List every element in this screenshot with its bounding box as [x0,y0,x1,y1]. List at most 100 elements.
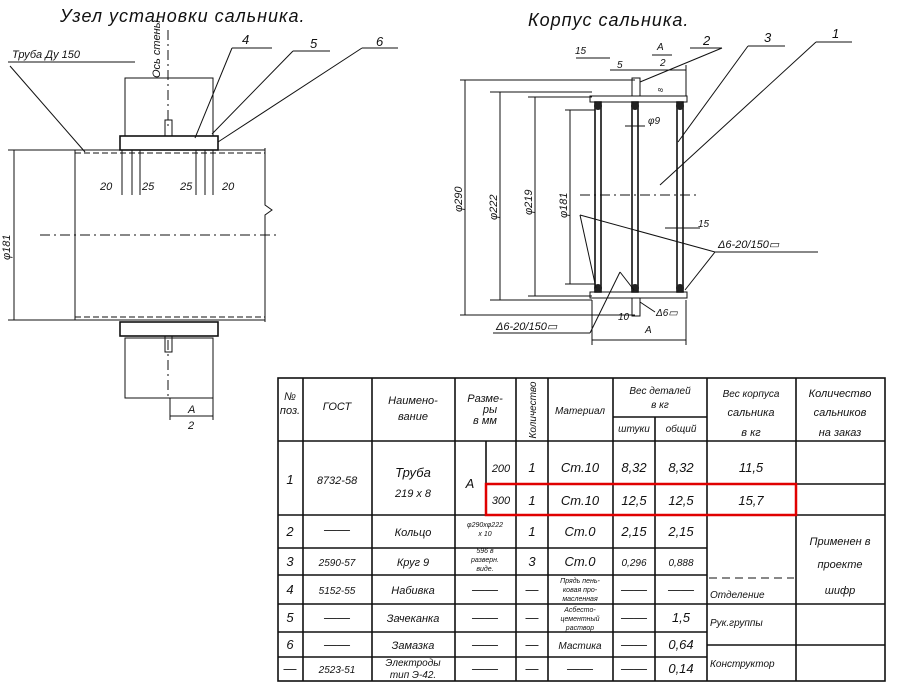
cell-pos: 4 [286,582,293,597]
section-a-label: А [187,404,195,416]
cell-material: —— [566,661,594,676]
cell-gost: 8732-58 [317,475,358,487]
header-pos-2: поз. [280,405,300,417]
cell-material: Ст.0 [565,554,597,569]
header-material: Материал [555,406,605,417]
cell-size-label: А [465,476,475,491]
cell-housing: 11,5 [739,460,764,475]
dim-section-a: А [656,42,664,53]
cell-material: Мастика [558,641,602,652]
header-weight-2: в кг [651,400,669,411]
header-order-3: на заказ [819,427,862,439]
right-drawing-title: Корпус сальника. [528,10,689,30]
dim-25-left: 25 [141,181,155,193]
cell-gost: 2590-57 [318,558,356,569]
cell-qty: 1 [528,493,535,508]
weld-spec-left: Δ6-20/150▭ [495,321,558,333]
cell-pos: 3 [286,554,294,569]
header-housing-3: в кг [741,427,761,439]
cell-material-note-3: масленная [562,596,598,603]
cell-size: —— [471,637,499,652]
callout-1: 1 [832,26,839,41]
cell-material-note: Асбестo- [563,606,596,614]
header-gost: ГОСТ [323,401,353,413]
dim-10-bottom: 10 [618,312,630,323]
cell-pos: 5 [286,610,294,625]
cell-piece: —— [620,661,648,676]
cell-size-note-2: x 10 [477,531,491,538]
cell-material: Ст.10 [561,460,600,475]
table-row: 3 2590-57 Круг 9 596 в разверн. виде. 3 … [286,548,694,573]
cell-piece: —— [620,637,648,652]
dim-phi-290: φ290 [453,186,465,212]
cell-material: Ст.0 [565,524,597,539]
cell-total: 1,5 [672,610,691,625]
cell-gost: —— [323,610,351,625]
cell-qty: — [525,610,540,625]
cell-name-2: 219 x 8 [394,488,432,500]
header-weight-piece: штуки [618,424,650,435]
ring-rods [594,101,684,293]
header-size-2: ры [482,404,497,416]
dim-20-right: 20 [221,181,235,193]
pipe-diameter-dim: φ181 [1,234,13,260]
header-name-1: Наимено- [388,395,438,407]
cell-name: Круг 9 [397,557,429,569]
cell-total: 12,5 [668,493,694,508]
cell-name: Труба [395,465,431,480]
cell-size-note: 596 в [476,548,494,555]
cell-housing: 15,7 [738,493,764,508]
applied-in-2: проекте [817,559,862,571]
header-order-2: сальников [814,407,867,419]
cell-material-note-3: раствор [565,625,595,632]
cell-size: 200 [491,463,511,475]
dim-8: 8 [658,88,665,92]
weld-spec-right: Δ6-20/150▭ [717,239,780,251]
wall-axis-label: Ось стены [151,20,163,78]
dim-phi-219: φ219 [523,189,535,215]
cell-pos: 6 [286,637,294,652]
cell-material-note-2: цементный [560,615,599,623]
cell-size-note-2: разверн. [470,557,499,564]
cell-name-2: тип Э-42. [390,670,436,681]
cell-total: 0,64 [668,637,693,652]
cell-gost: 5152-55 [319,586,356,597]
table-row: 5 —— Зачеканка —— — Асбестo- цементный р… [286,606,690,632]
callout-4: 4 [242,32,249,47]
header-qty: Количество [528,381,539,438]
cell-size: 300 [492,495,511,507]
cell-piece: 2,15 [620,524,647,539]
cell-pos: 1 [286,472,293,487]
cell-piece: 0,296 [621,558,646,569]
dim-a-bottom: А [644,325,652,336]
header-weight-1: Вес деталей [629,386,691,397]
header-housing-1: Вес корпуса [723,389,780,400]
cell-piece: 8,32 [621,460,647,475]
wall-section-bottom [124,337,214,399]
cell-qty: — [525,637,540,652]
cell-pos: — [283,661,298,676]
cell-name: Кольцо [395,527,432,539]
signature-designer: Конструктор [710,659,775,670]
callout-6: 6 [376,34,384,49]
table-row: — 2523-51 Электроды тип Э-42. —— — —— ——… [283,658,694,681]
left-drawing-title: Узел установки сальника. [59,6,306,26]
cell-qty: 3 [528,554,536,569]
header-weight-total: общий [666,423,697,435]
cell-material-note: Прядь пень- [560,577,600,585]
signature-department: Отделение [710,590,765,601]
cell-gost: —— [323,637,351,652]
cell-qty: — [525,582,540,597]
cell-gost: —— [323,522,351,537]
gland-packing-bottom [119,321,219,337]
table-row: 1 8732-58 Труба 219 x 8 А 200 1 Ст.10 8,… [286,460,764,500]
cell-qty: — [525,661,540,676]
weld-spec-bottom: Δ6▭ [655,308,678,319]
header-size-3: в мм [473,415,497,427]
cell-name: Электроды [385,658,441,669]
table-row-highlighted: 300 1 Ст.10 12,5 12,5 15,7 [492,493,765,508]
highlight-box [484,482,798,517]
dim-25-right: 25 [179,181,193,193]
cell-size-note: φ290xφ222 [467,522,503,529]
